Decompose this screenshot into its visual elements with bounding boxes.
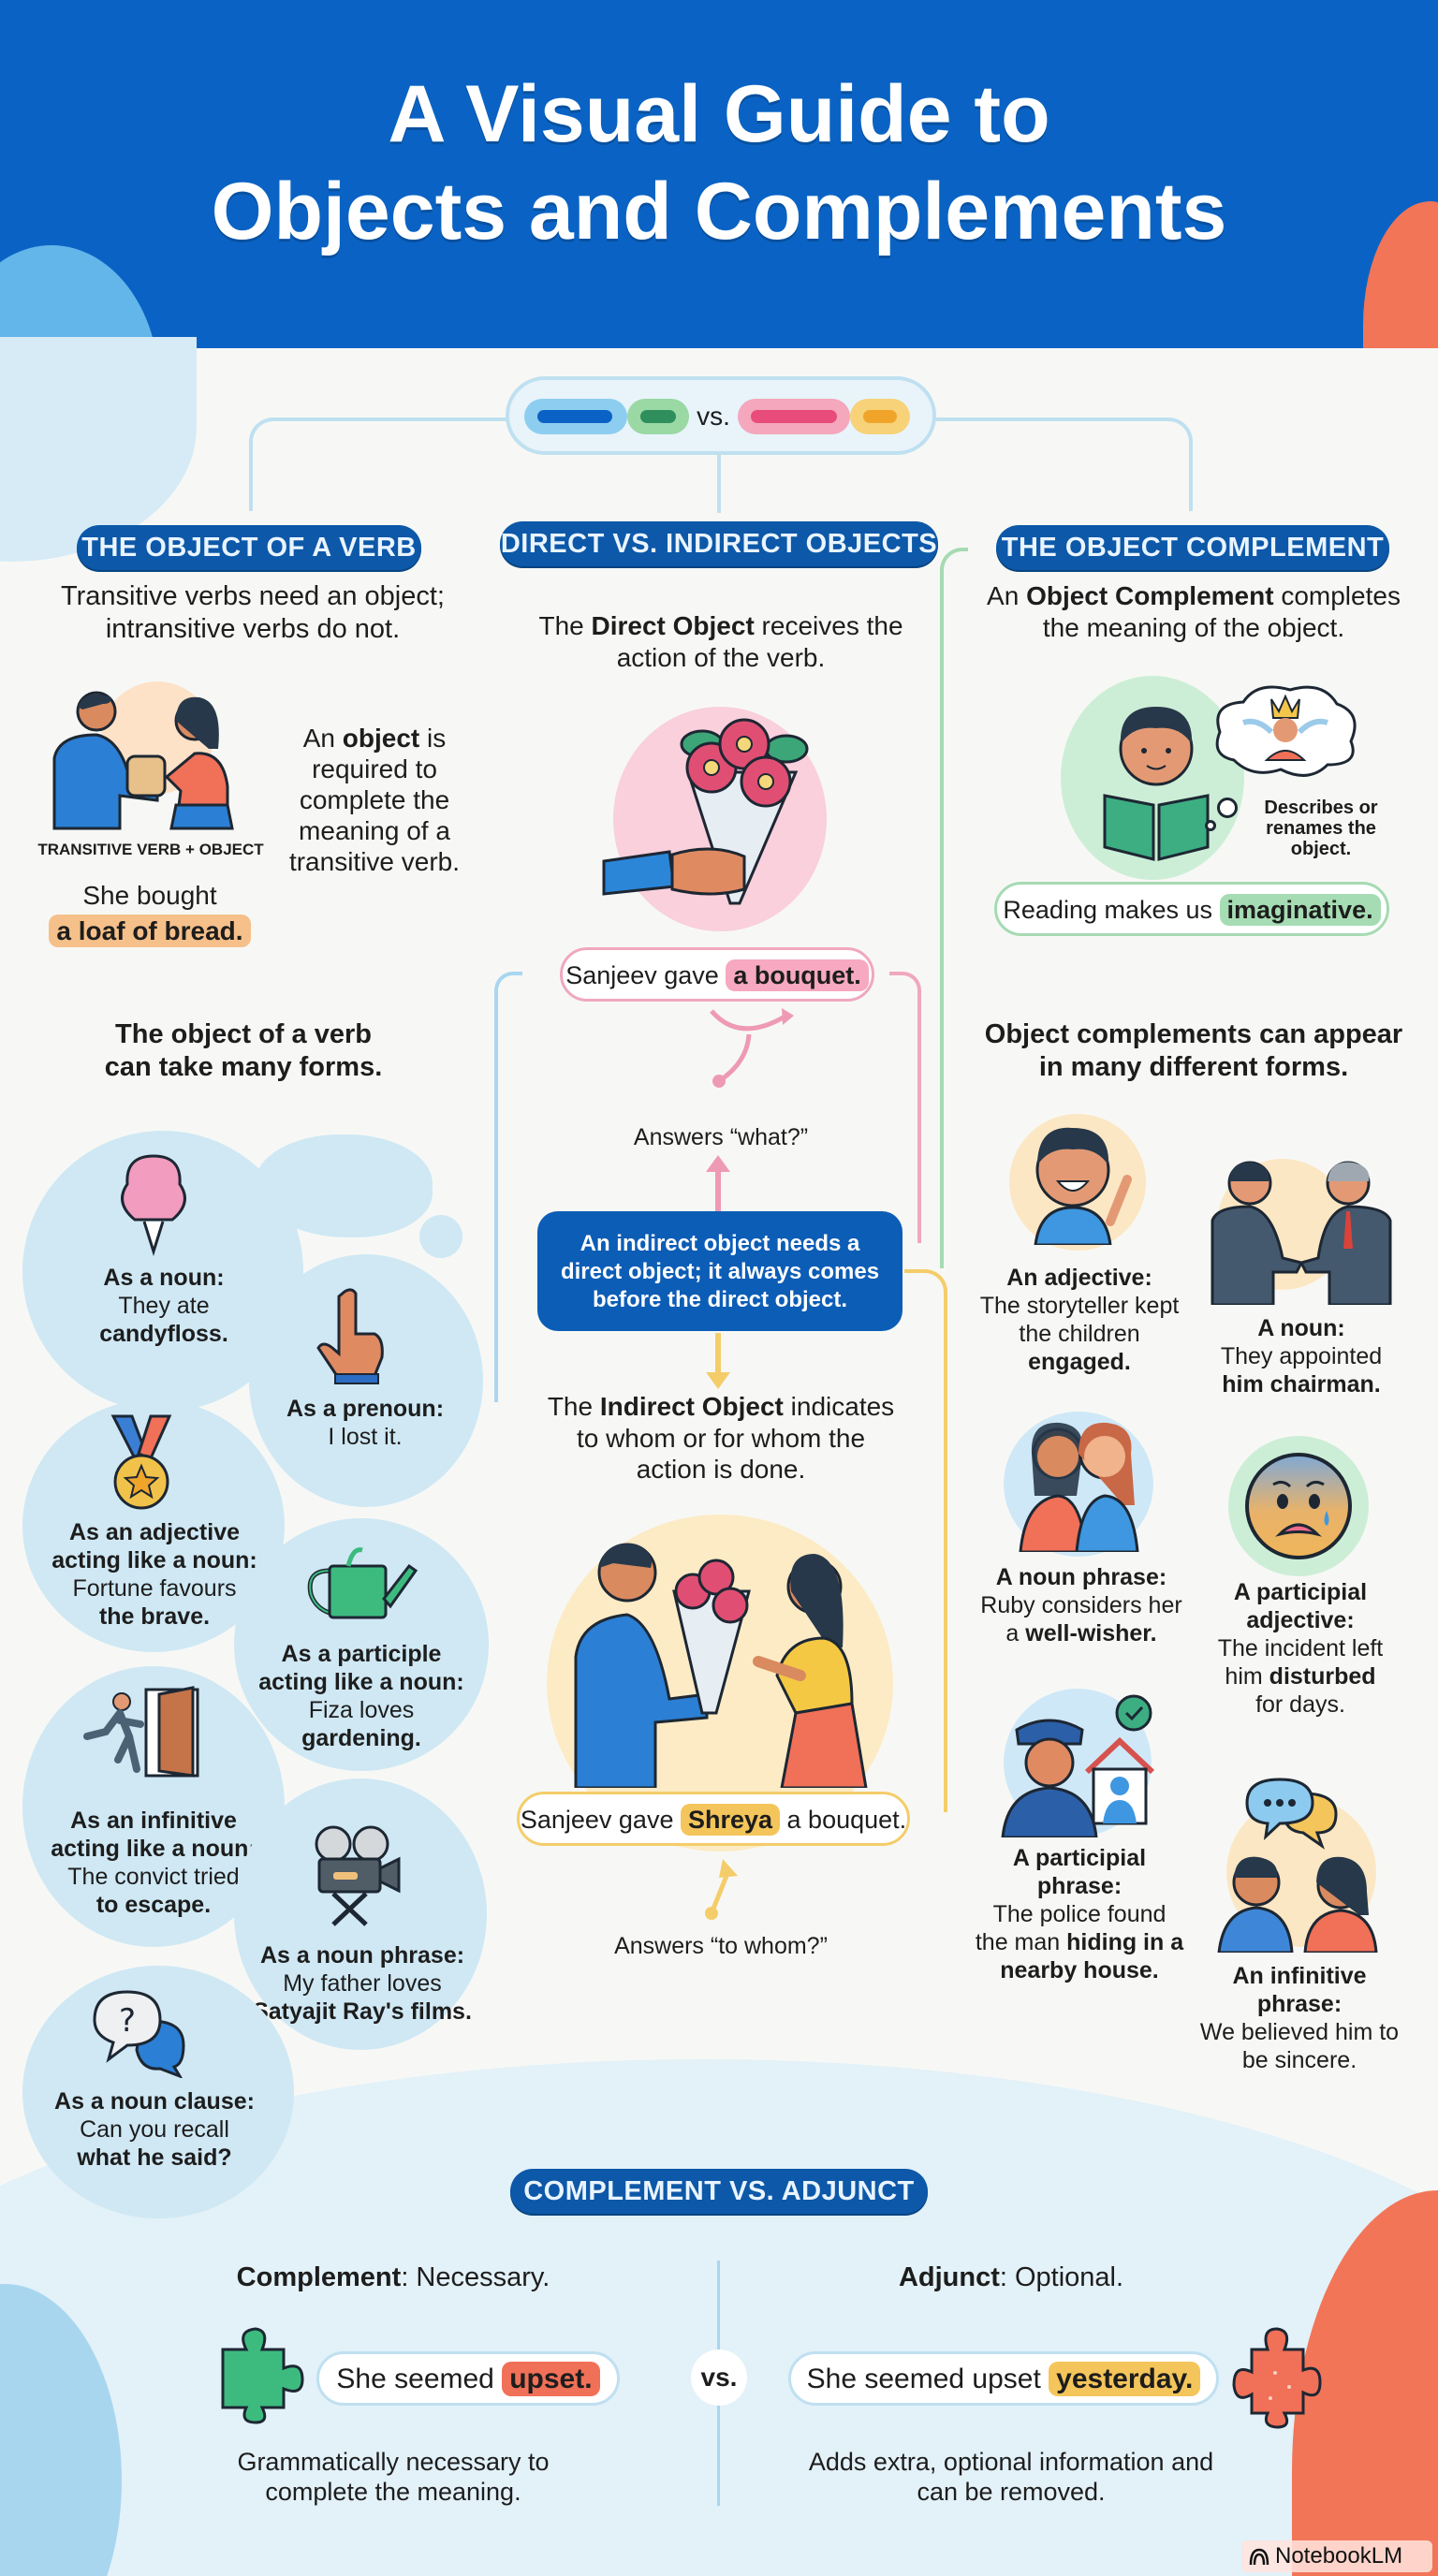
complement-form-text: A participial phrase: The police found t… [975,1845,1184,1983]
object-complement-definition: An Object Complement completes the meani… [987,581,1401,642]
forms-heading-left: The object of a verb can take many forms… [104,1019,383,1082]
indirect-definition: The Indirect Object indicates to whom or… [547,1392,895,1485]
puzzle-piece-red-icon [1228,2321,1322,2429]
giving-bouquet-icon [562,1535,880,1788]
complement-title: Complement: Necessary. [236,2262,550,2292]
transitive-intro: Transitive verbs need an object; intrans… [61,581,445,644]
reading-child-icon [1095,693,1217,861]
medal-icon [99,1412,183,1515]
complement-example-sentence: Reading makes us imaginative. [994,882,1389,936]
complement-form-text: An infinitive phrase: We believed him to… [1199,1963,1400,2073]
watering-can-icon [301,1543,423,1627]
adjunct-example-sentence: She seemed upset yesterday. [788,2351,1219,2406]
curved-arrow-icon [693,1006,805,1090]
section-pill-object-of-verb: THE OBJECT OF A VERB [77,525,421,570]
section-pill-complement-adjunct: COMPLEMENT VS. ADJUNCT [510,2169,928,2214]
friends-hug-icon [1011,1412,1152,1552]
pointing-hand-icon [309,1282,393,1385]
branding-label: NotebookLM [1275,2543,1403,2569]
conversation-icon [1210,1775,1387,1953]
complement-form-text: A noun phrase: Ruby considers her a well… [980,1564,1182,1647]
adjunct-title: Adjunct: Optional. [898,2262,1124,2292]
bouquet-hand-icon [599,669,833,941]
object-definition: An object is required to complete the me… [288,724,461,876]
legend-pill: vs. [506,376,936,455]
complement-description: Grammatically necessary to complete the … [237,2448,550,2507]
adjunct-description: Adds extra, optional information and can… [808,2448,1214,2507]
thought-cloud-icon [1206,676,1365,788]
adjunct-highlight: yesterday. [1049,2362,1201,2396]
legend-blue-bar [537,410,612,423]
header-banner: A Visual Guide to Objects and Complement… [0,0,1438,348]
thought-dot [1205,820,1216,831]
form-text: As an infinitive acting like a noun: The… [51,1808,257,1918]
candyfloss-icon [107,1147,200,1259]
form-text: As a prenoun: I lost it. [286,1396,445,1450]
decorative-bubble [419,1215,462,1258]
connector-line [889,972,921,1243]
form-text: As a noun phrase: My father loves Satyaj… [253,1942,472,2025]
object-highlight: a loaf of bread. [49,914,251,947]
puzzle-piece-green-icon [213,2321,307,2424]
complement-highlight: upset. [502,2362,600,2396]
arrow-up-icon [704,1155,732,1211]
connector-line [940,548,968,1268]
illustration-caption: TRANSITIVE VERB + OBJECT [37,841,264,858]
thought-dot [1217,798,1238,818]
page-title: A Visual Guide to Objects and Complement… [211,69,1227,256]
direct-definition: The Direct Object receives the action of… [538,611,903,672]
vs-badge: vs. [691,2349,747,2406]
section-pill-object-complement: THE OBJECT COMPLEMENT [996,525,1389,570]
film-camera-icon [305,1823,408,1926]
decorative-blob [0,245,159,348]
connector-line [717,455,721,513]
police-house-icon [998,1692,1157,1837]
direct-example-sentence: Sanjeev gave a bouquet. [560,947,874,1002]
complement-example-sentence: She seemed upset. [316,2351,620,2406]
direct-answers-what: Answers “what?” [633,1124,809,1150]
connector-line [494,972,522,1402]
form-bubble [234,1778,487,2050]
form-text: As a noun clause: Can you recall what he… [54,2088,255,2171]
giving-bread-icon [45,683,251,833]
form-text: As an adjective acting like a noun: Fort… [51,1519,257,1630]
form-text: As a noun: They ate candyfloss. [99,1265,228,1347]
legend-vs-label: vs. [697,402,730,431]
indirect-answers-to-whom: Answers “to whom?” [614,1933,828,1959]
section-pill-direct-indirect: DIRECT VS. INDIRECT OBJECTS [500,521,938,566]
complement-side-note: Describes or renames the object. [1264,798,1378,859]
waving-child-icon [1017,1114,1148,1245]
running-door-icon [82,1685,204,1778]
handshake-icon [1208,1155,1395,1305]
form-text: As a participle acting like a noun: Fiza… [258,1641,464,1751]
transitive-example: She bought a loaf of bread. [37,880,262,947]
complement-form-text: A noun: They appointed him chairman. [1220,1315,1383,1398]
worried-face-icon [1238,1445,1359,1567]
indirect-object-note: An indirect object needs a direct object… [537,1211,902,1331]
complement-form-text: An adjective: The storyteller kept the c… [979,1265,1180,1375]
complement-highlight: imaginative. [1219,894,1381,926]
connector-line [934,417,1193,511]
forms-heading-right: Object complements can appear in many di… [984,1019,1403,1082]
legend-green-bar [640,410,676,423]
connector-line [249,417,507,511]
svg-text:?: ? [119,2002,136,2040]
legend-yellow-bar [863,410,897,423]
direct-object-highlight: a bouquet. [726,959,869,991]
indirect-object-highlight: Shreya [680,1804,781,1836]
connector-line [904,1269,947,1812]
indirect-example-sentence: Sanjeev gave Shreya a bouquet. [517,1792,910,1846]
question-bubble-icon: ? [90,1984,193,2078]
arrow-down-icon [704,1333,732,1389]
complement-form-text: A participial adjective: The incident le… [1217,1579,1384,1718]
arrow-up-icon [702,1857,740,1923]
notebooklm-logo-icon [1249,2548,1269,2565]
form-bubble [234,1518,489,1771]
notebooklm-badge: NotebookLM [1241,2540,1432,2572]
legend-pink-bar [751,410,837,423]
